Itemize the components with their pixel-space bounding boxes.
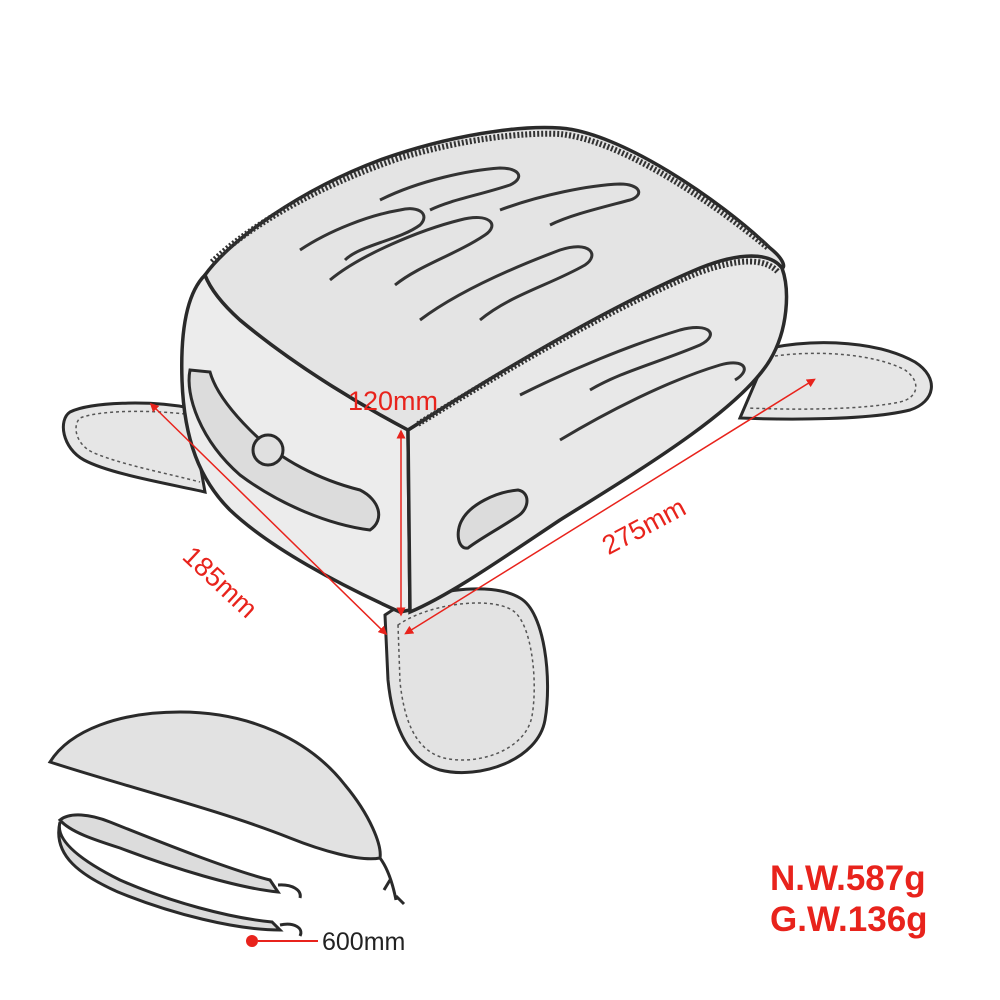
bottom-mount-flap [383,587,550,775]
strap-length-label: 600mm [322,928,406,956]
gross-weight-label: G.W.136g [770,900,928,940]
height-dimension-label: 120mm [348,386,439,416]
strap-length-marker [246,935,258,947]
brand-logo-icon [251,433,285,467]
weight-info: N.W.587g G.W.136g [770,858,928,941]
net-weight-label: N.W.587g [770,859,926,898]
rain-cover [47,710,382,861]
shoulder-strap [57,813,282,894]
dimension-lines [149,378,816,636]
